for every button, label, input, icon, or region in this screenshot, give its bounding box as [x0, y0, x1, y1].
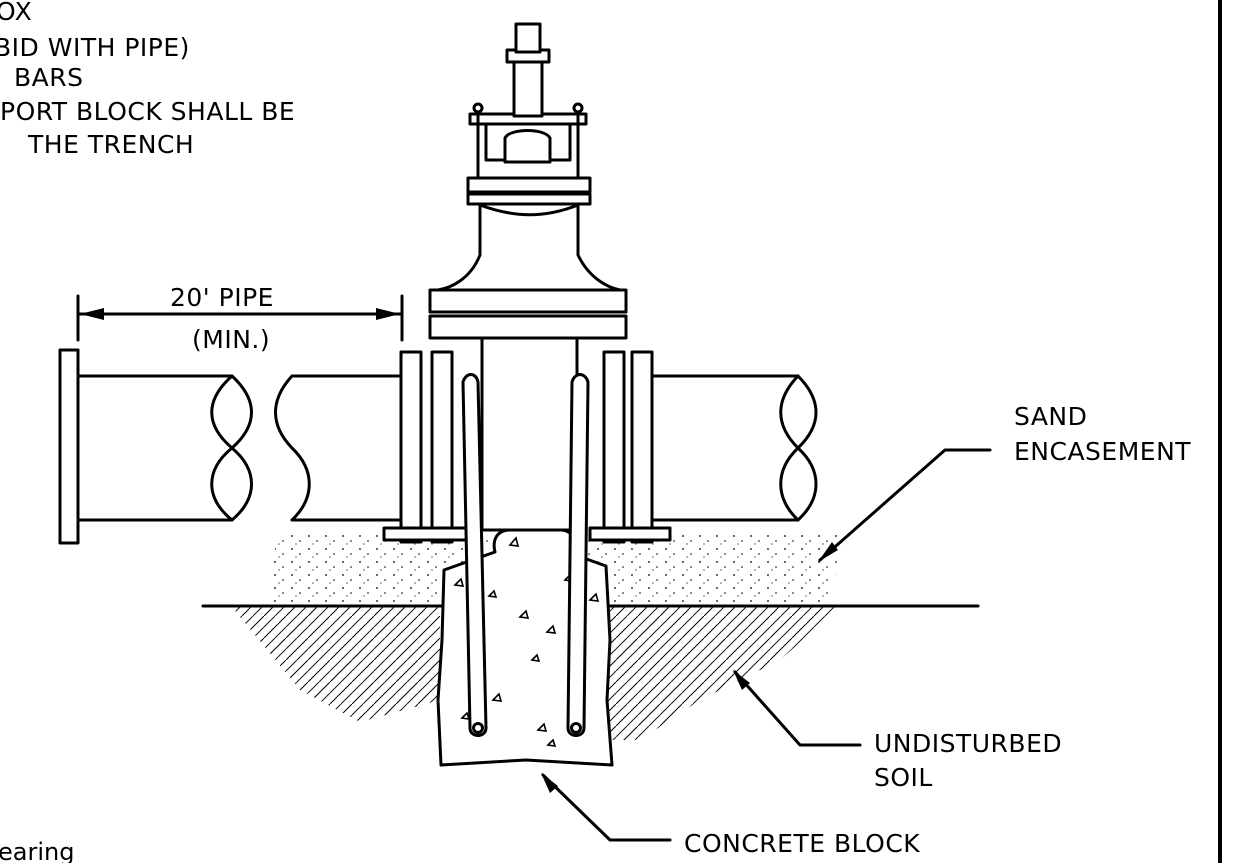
right-flange-outer	[630, 350, 654, 544]
valve-body-flange-bottom	[428, 314, 628, 340]
callout-sand: SAND	[1014, 402, 1087, 431]
left-flange-outer	[399, 350, 423, 544]
left-pipe-break	[210, 374, 253, 522]
left-flange-inner	[430, 350, 454, 544]
dimension-qualifier-label: (MIN.)	[192, 325, 270, 354]
note-bottom-partial: earing	[0, 838, 74, 863]
operating-nut	[514, 22, 542, 54]
note-line-5: THE TRENCH	[27, 130, 194, 159]
bonnet-flange-lower	[466, 192, 592, 206]
left-pipe-section-2	[274, 374, 311, 522]
right-flange-inner	[602, 350, 626, 544]
rebar-end-right	[570, 722, 582, 734]
left-pipe-body	[290, 374, 404, 522]
rebar-right	[566, 373, 590, 737]
leader-sand-arrow	[818, 542, 838, 562]
concrete-aggregate-marks	[453, 536, 600, 747]
note-line-3: BARS	[14, 63, 84, 92]
note-line-2: BID WITH PIPE)	[0, 33, 190, 62]
bonnet-flange-upper	[466, 176, 592, 194]
right-pipe-break	[779, 374, 818, 522]
dimension-arrow-right	[376, 308, 400, 320]
leader-sand-encasement	[818, 448, 992, 562]
leader-concrete-arrow	[541, 773, 558, 793]
leader-undisturbed-soil	[733, 670, 862, 747]
dimension-length-label: 20' PIPE	[170, 283, 274, 312]
dimension-arrow-left	[80, 308, 104, 320]
flange-bolt-left	[382, 526, 474, 542]
valve-stem	[512, 56, 544, 118]
note-line-4: PORT BLOCK SHALL BE	[0, 97, 295, 126]
callout-soil: SOIL	[874, 763, 933, 792]
rebar-left	[461, 373, 488, 737]
callout-concrete-block: CONCRETE BLOCK	[684, 829, 920, 858]
undisturbed-soil-hatch	[232, 607, 440, 722]
yoke-packing-gland	[503, 129, 552, 164]
rebar-end-left	[472, 722, 484, 734]
flange-bolt-right	[588, 526, 672, 542]
left-pipe-section	[76, 374, 234, 522]
valve-body	[480, 336, 579, 532]
valve-body-flange-top	[428, 288, 628, 314]
callout-undisturbed: UNDISTURBED	[874, 729, 1062, 758]
pipe-end-flange	[58, 348, 80, 545]
undisturbed-soil-hatch-right	[606, 607, 840, 740]
yoke-nut-right	[572, 102, 584, 114]
note-line-1: OX	[0, 0, 32, 26]
callout-encasement: ENCASEMENT	[1014, 437, 1191, 466]
yoke-nut-left	[472, 102, 484, 114]
leader-concrete-block	[541, 773, 672, 842]
valve-bonnet	[436, 203, 622, 292]
leader-soil-arrow	[733, 670, 750, 690]
right-pipe-section	[651, 374, 800, 522]
